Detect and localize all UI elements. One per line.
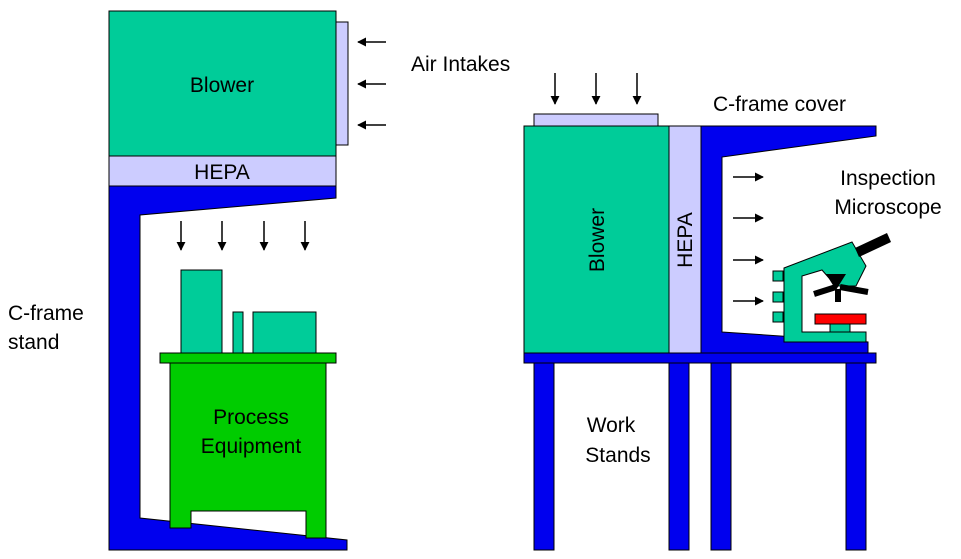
work-stands-label-line1: Work <box>587 414 636 437</box>
work-surface <box>523 352 877 364</box>
work-stands-label-line2: Stands <box>585 444 650 467</box>
work-stand-leg-1 <box>533 362 555 551</box>
work-stand-leg-2 <box>668 362 690 551</box>
right-blower-label: Blower <box>586 208 609 272</box>
left-blower <box>108 10 337 157</box>
right-blower <box>523 125 670 354</box>
work-stand-leg-4 <box>845 362 867 551</box>
process-equipment-label-line2: Equipment <box>201 435 302 458</box>
left-c-frame-stand <box>108 185 348 551</box>
process-equipment-label-line1: Process <box>213 406 289 429</box>
right-unit <box>523 73 891 551</box>
process-equipment <box>159 269 337 539</box>
work-stand-leg-3 <box>710 362 732 551</box>
right-intake-plenum <box>533 113 659 127</box>
left-hepa-label: HEPA <box>194 161 250 184</box>
air-intakes-label: Air Intakes <box>411 53 510 76</box>
right-horizontal-flow-arrows <box>733 172 764 306</box>
microscope-stage <box>814 313 867 325</box>
c-frame-stand-label-line2: stand <box>8 331 59 354</box>
inspection-microscope-label-line2: Microscope <box>834 196 941 219</box>
inspection-microscope-label-line1: Inspection <box>840 167 936 190</box>
inspection-microscope <box>772 233 891 343</box>
left-unit <box>108 10 386 551</box>
left-blower-label: Blower <box>190 74 254 97</box>
c-frame-stand-label-line1: C-frame <box>8 302 84 325</box>
right-intake-arrows <box>550 73 642 105</box>
left-hepa-filter <box>108 155 337 187</box>
air-intake-arrows <box>357 37 386 130</box>
left-downflow-arrows <box>176 221 310 251</box>
left-intake-plenum <box>335 21 349 146</box>
c-frame-cover-label: C-frame cover <box>713 93 846 116</box>
right-hepa-label: HEPA <box>674 212 697 268</box>
